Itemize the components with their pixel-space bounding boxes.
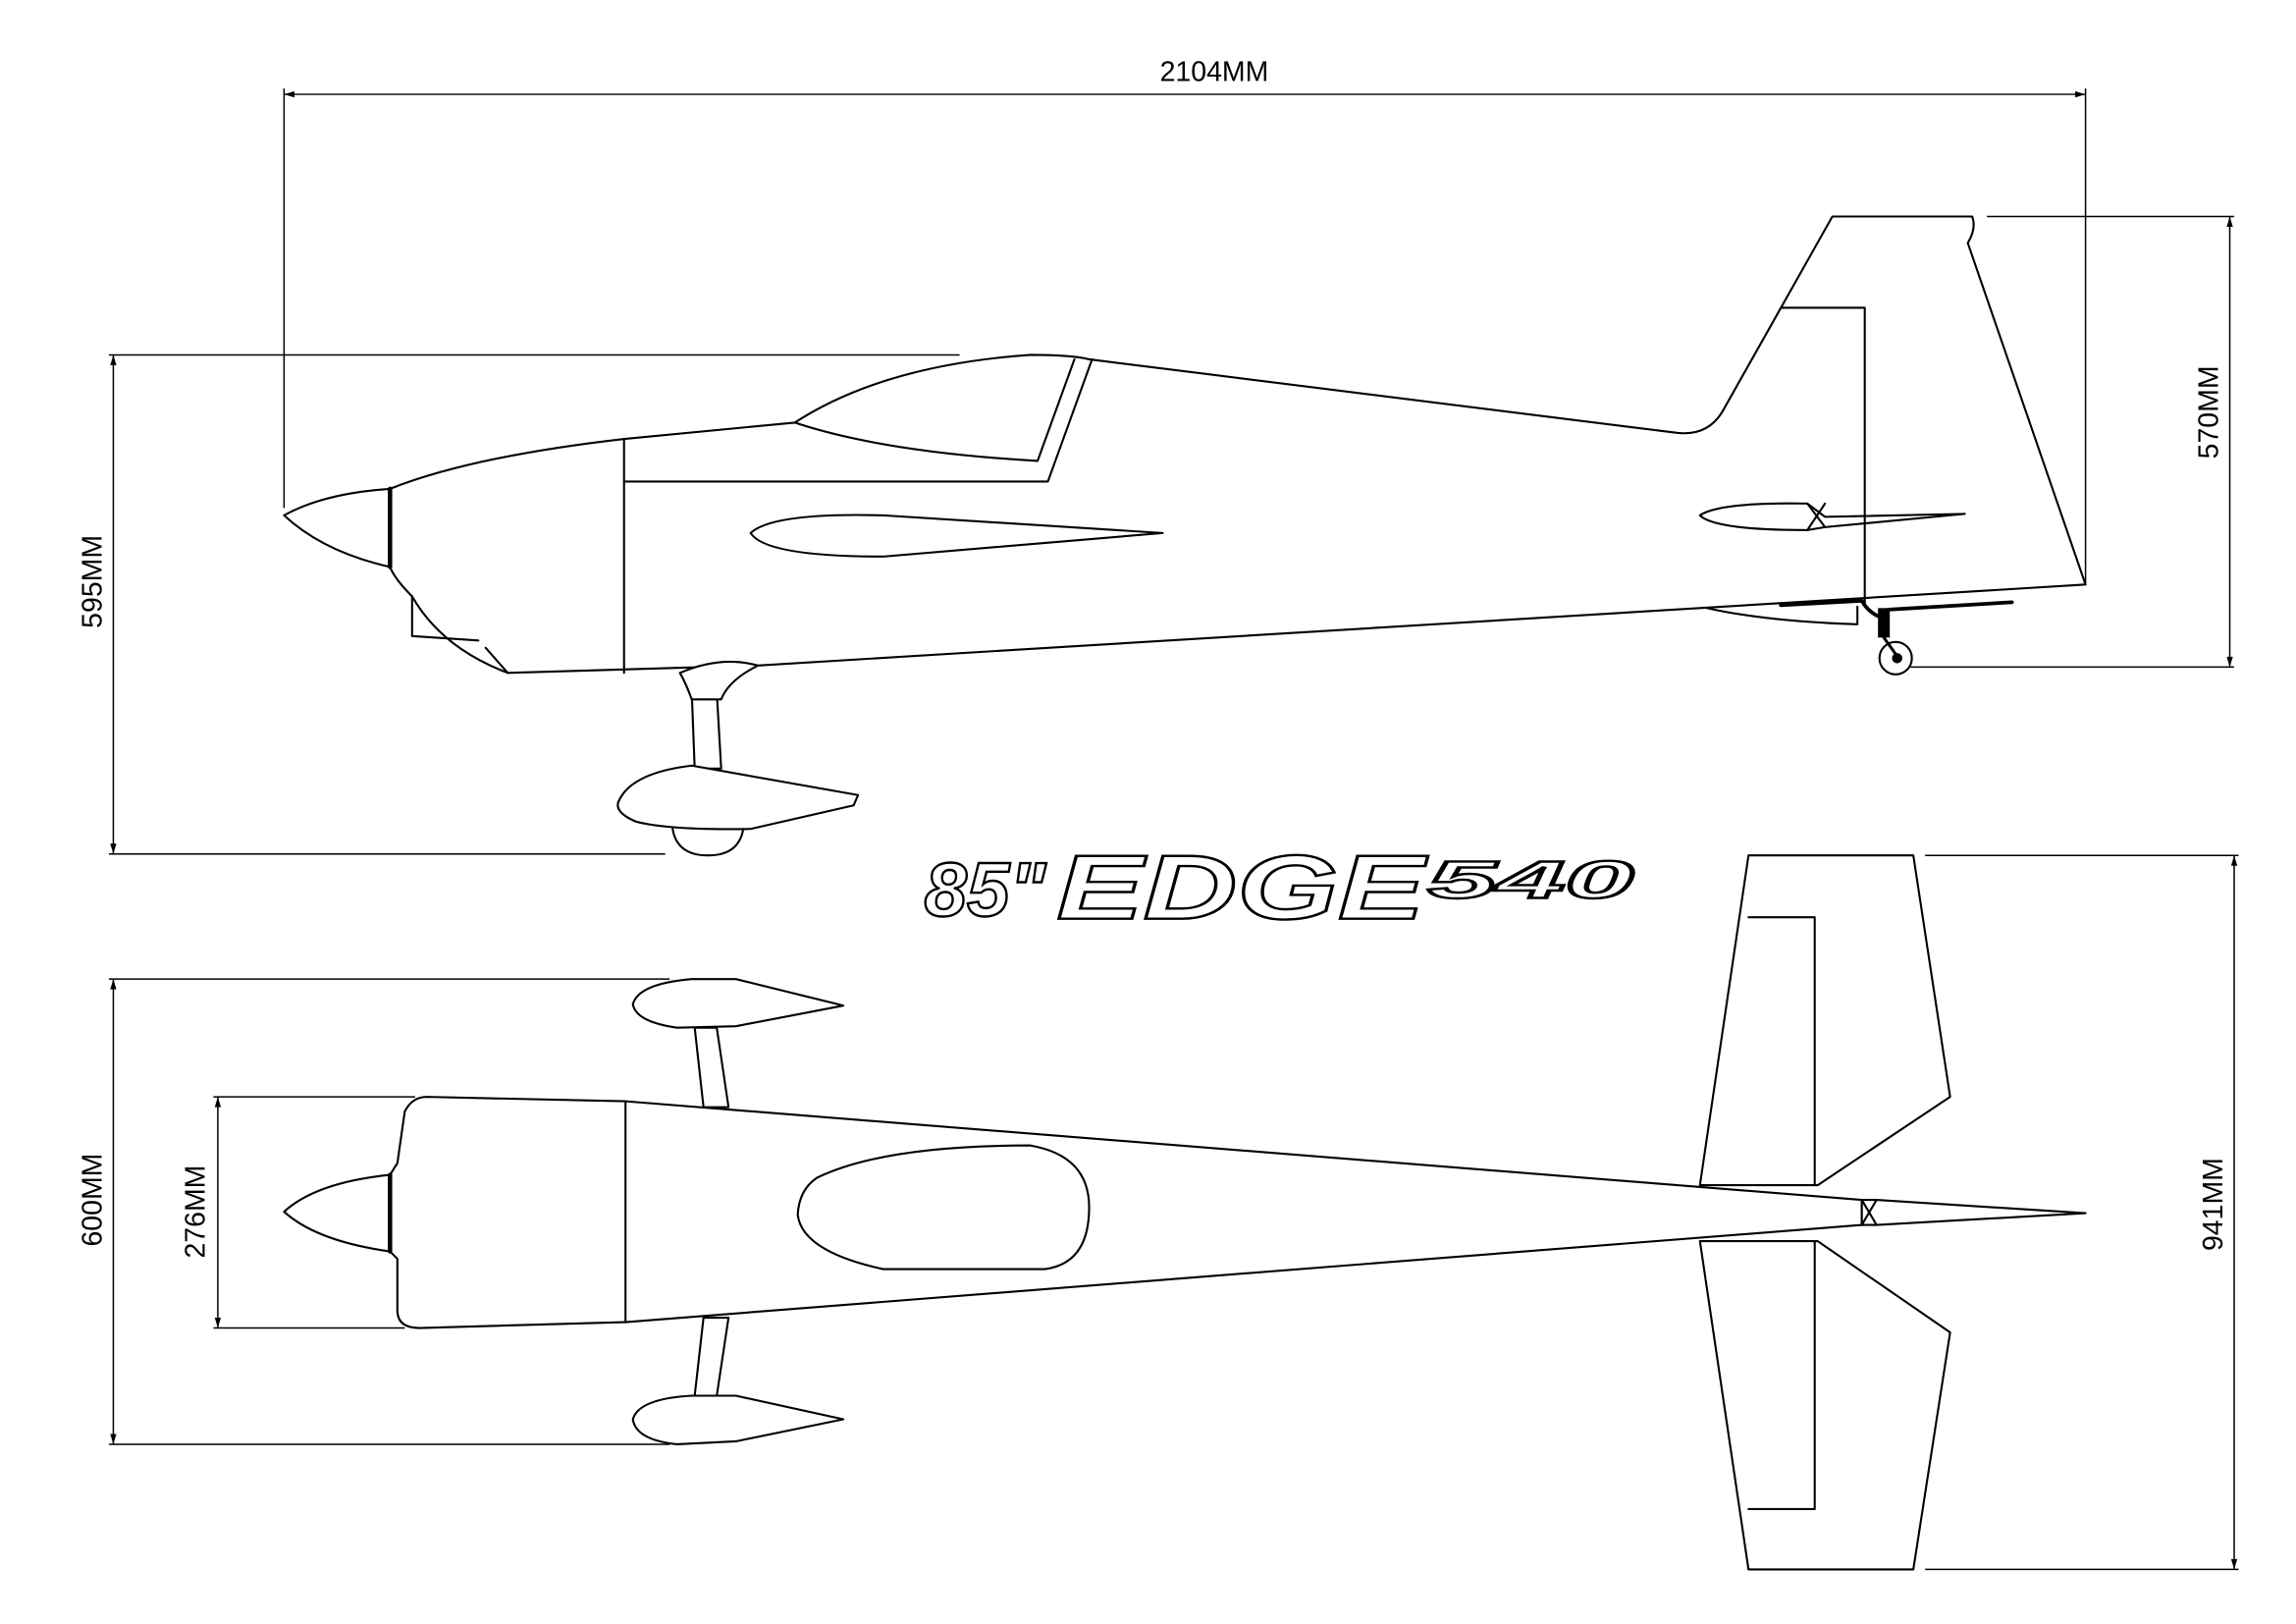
landing-gear-leg xyxy=(690,690,722,770)
gear-fairing xyxy=(678,660,760,701)
rudder-top xyxy=(1860,1199,2087,1226)
logo-name: EDGE xyxy=(1057,837,1429,939)
stab-airfoil xyxy=(1698,502,1966,531)
spinner-top xyxy=(283,1173,392,1253)
fuselage-width-label: 276MM xyxy=(180,1165,211,1259)
length-label: 2104MM xyxy=(1160,57,1269,88)
side-view xyxy=(283,215,2087,857)
wheel-pant-top xyxy=(631,978,845,1029)
tail-height-label: 570MM xyxy=(2194,365,2225,459)
lower-cowl xyxy=(410,595,509,675)
logo: 85" EDGE 540 xyxy=(923,836,1634,940)
wheel-side xyxy=(671,828,745,857)
wing-airfoil xyxy=(749,514,1164,558)
gear-strut-bottom xyxy=(693,1316,730,1397)
dimension-side-height: 595MM xyxy=(77,353,960,855)
stab-left xyxy=(1698,854,1951,1187)
dimension-tail-height: 570MM xyxy=(1910,215,2235,669)
dimension-gear-width: 600MM xyxy=(77,978,670,1445)
spinner-side xyxy=(283,487,392,568)
tail-wheel xyxy=(1706,598,2014,676)
canopy xyxy=(622,357,1094,483)
dimension-fuselage-width: 276MM xyxy=(180,1096,415,1329)
dimension-length: 2104MM xyxy=(283,57,2087,585)
fuselage-side xyxy=(389,215,2087,675)
fuselage-top xyxy=(389,1096,1863,1329)
stab-right xyxy=(1698,1240,1951,1571)
rudder-hinge xyxy=(1780,306,1866,608)
wheel-pant-bottom xyxy=(631,1394,845,1446)
gear-strut-top xyxy=(693,1026,730,1109)
canopy-top xyxy=(796,1144,1091,1271)
top-view xyxy=(283,854,2087,1571)
dimension-stab-span: 941MM xyxy=(1925,854,2239,1571)
side-height-label: 595MM xyxy=(77,535,108,628)
logo-size: 85" xyxy=(925,846,1047,933)
stab-span-label: 941MM xyxy=(2198,1158,2229,1251)
logo-model: 540 xyxy=(1427,851,1633,910)
wheel-pant-side xyxy=(616,764,860,831)
gear-width-label: 600MM xyxy=(77,1154,108,1247)
